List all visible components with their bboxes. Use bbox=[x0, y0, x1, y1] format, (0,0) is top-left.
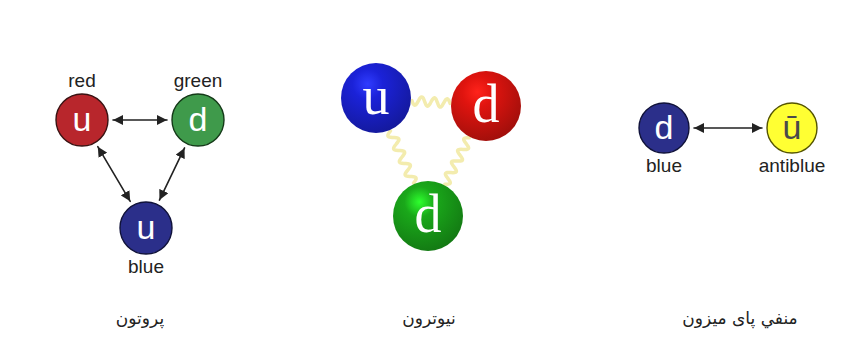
quark-disc bbox=[639, 103, 689, 153]
quark-circle: ūantiblue bbox=[766, 102, 818, 154]
quark-symbol: d bbox=[473, 77, 500, 131]
quark-disc bbox=[341, 63, 411, 133]
gluon-line bbox=[388, 131, 416, 183]
attraction-arrow bbox=[694, 127, 762, 129]
quark-circle: redu bbox=[55, 93, 109, 147]
quark-disc bbox=[56, 94, 108, 146]
quark-symbol: d bbox=[655, 110, 674, 144]
attraction-arrow bbox=[113, 119, 167, 121]
quark-disc bbox=[120, 202, 172, 254]
quark-symbol: d bbox=[415, 187, 442, 241]
particle-name: پروتون bbox=[22, 308, 258, 328]
quark-symbol: ū bbox=[783, 110, 802, 144]
quark-circle: u bbox=[340, 62, 412, 134]
particle-outline: پروتونredugreendublue bbox=[22, 2, 258, 350]
particle-outline: منفي پای میزونdblueūantiblue bbox=[622, 2, 858, 350]
gluon-line bbox=[445, 138, 469, 184]
quark-disc bbox=[451, 71, 521, 141]
quark-symbol: d bbox=[189, 102, 208, 136]
attraction-arrow bbox=[159, 148, 184, 200]
quark-disc bbox=[393, 181, 463, 251]
particle-ellipse bbox=[318, 2, 540, 298]
particle-boundary bbox=[23, 3, 257, 297]
particle-boundary bbox=[319, 3, 539, 297]
quark-disc bbox=[767, 103, 817, 153]
particle-name: نیوترون bbox=[318, 308, 540, 328]
quark-symbol: u bbox=[363, 69, 390, 123]
quark-circle: ublue bbox=[119, 201, 173, 255]
quark-circle: greend bbox=[171, 93, 225, 147]
quark-circle: d bbox=[450, 70, 522, 142]
quark-circle: dblue bbox=[638, 102, 690, 154]
particle-boundary bbox=[623, 3, 857, 297]
particle-outline: نیوترون u d d bbox=[318, 2, 540, 350]
quark-disc bbox=[172, 94, 224, 146]
attraction-arrow bbox=[98, 147, 130, 202]
color-charge-label: blue bbox=[646, 156, 682, 177]
quark-symbol: u bbox=[137, 210, 156, 244]
gluon-line bbox=[412, 97, 450, 107]
quark-symbol: u bbox=[73, 102, 92, 136]
color-charge-label: red bbox=[68, 71, 95, 92]
color-charge-label: antiblue bbox=[759, 156, 826, 177]
color-charge-label: green bbox=[174, 71, 223, 92]
color-charge-label: blue bbox=[128, 257, 164, 278]
quark-circle: d bbox=[392, 180, 464, 252]
particle-name: منفي پای میزون bbox=[622, 308, 858, 328]
